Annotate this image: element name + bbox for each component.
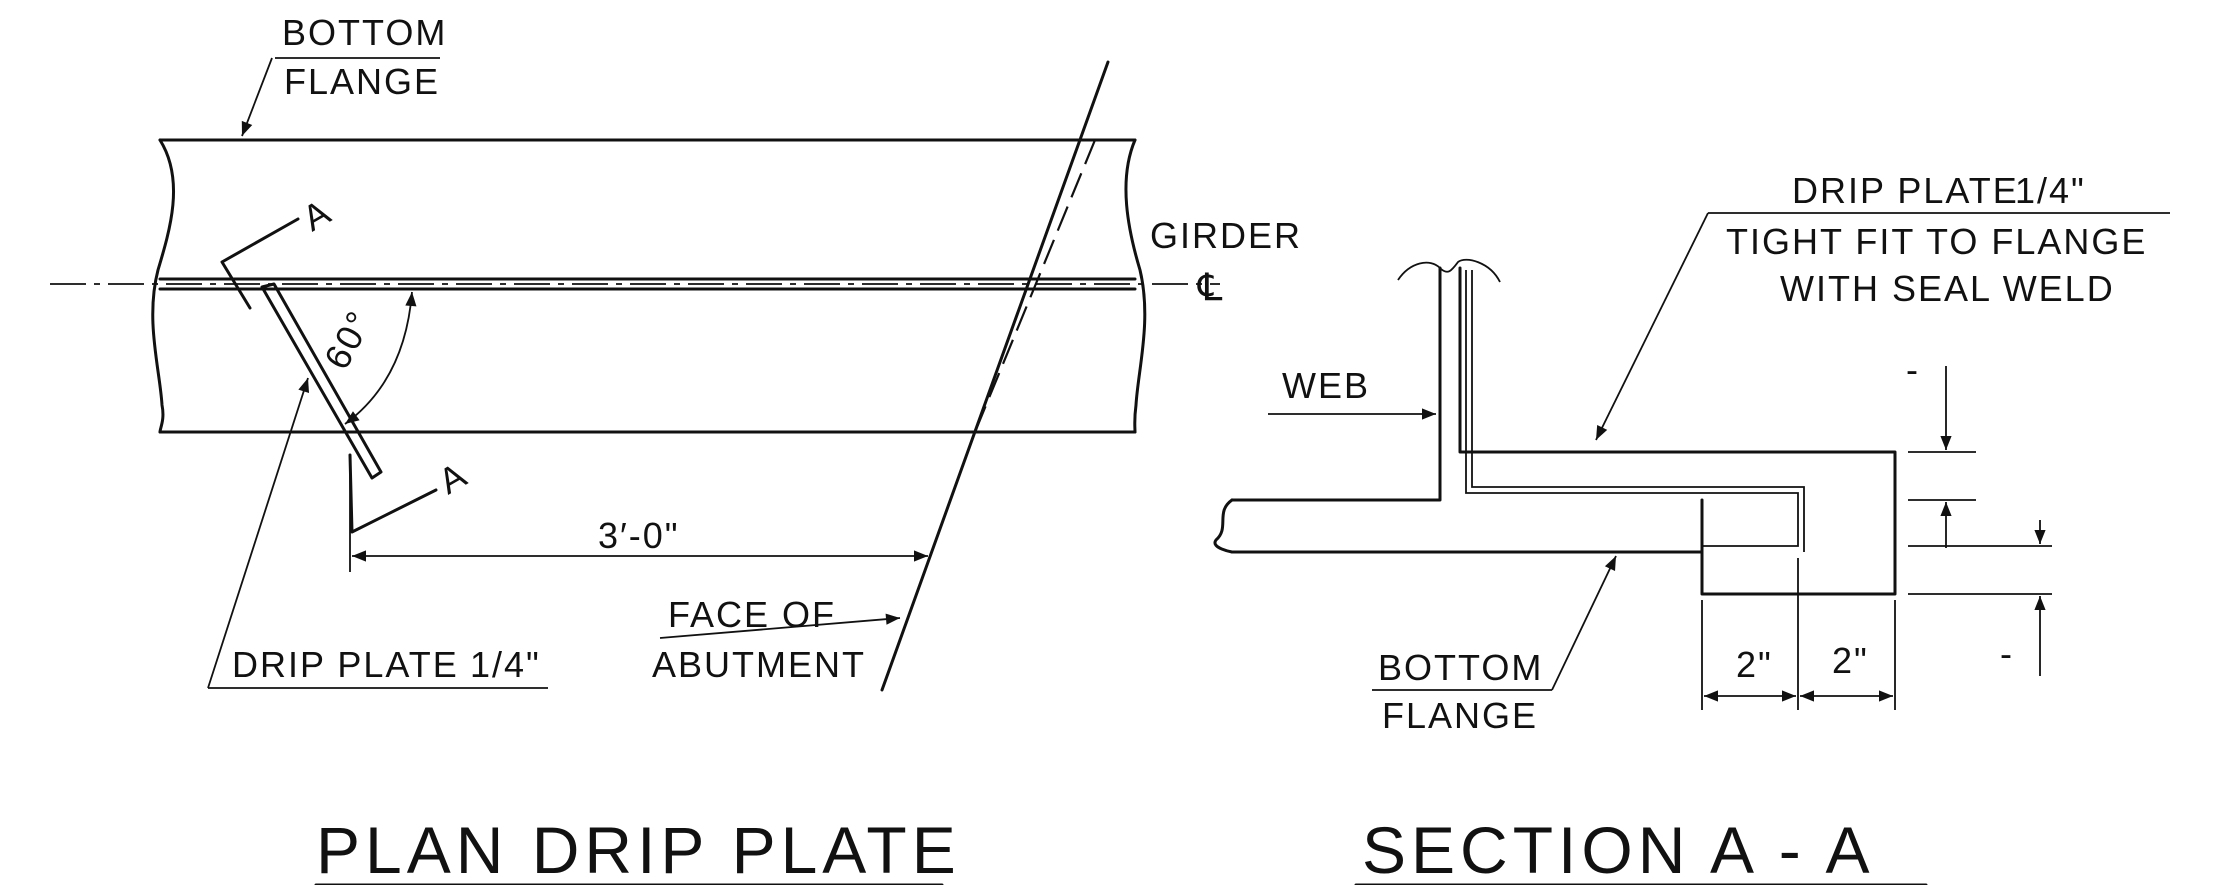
angle-arc [344,291,417,425]
section-cut-bottom [348,453,438,534]
callout-size: 1/4" [2015,170,2086,211]
callout-leader [1595,212,1709,441]
callout-line2: TIGHT FIT TO FLANGE [1726,221,2147,262]
drip-plate-leader [207,377,310,689]
abutment-leader [659,613,901,639]
angle-label: 60° [316,303,381,376]
dim-left-label: 2" [1736,644,1773,685]
drip-plate-bar [260,282,383,480]
drip-plate-section-inner [1471,270,1805,552]
abutment-hidden-line [973,139,1097,433]
web-break [1397,258,1501,283]
plan-title: PLAN DRIP PLATE [316,813,961,885]
callout-line3: WITH SEAL WELD [1780,268,2115,309]
section-mark-bottom: A [432,453,475,502]
plan-view: 60° A A 3′-0" BOTTOM FLANGE GIRDER ℄ DRI… [50,12,1302,885]
flange-right-break [1124,138,1147,434]
plan-bottom-flange-leader [241,57,273,137]
drip-plate-label: DRIP PLATE [232,644,459,685]
face-of-abutment-line [880,60,1110,692]
drip-plate-section [1465,270,1799,547]
section-bottom-flange-line2: FLANGE [1382,695,1538,736]
plan-bottom-flange-line1: BOTTOM [282,12,447,53]
section-mark-top: A [296,190,339,239]
abutment-label-line2: ABUTMENT [652,644,866,685]
dim-right-label: 2" [1832,640,1869,681]
flange-left-break [151,138,176,434]
girder-label: GIRDER [1150,215,1302,256]
web-label: WEB [1282,365,1370,406]
callout-line1: DRIP PLATE [1792,170,2019,211]
dim-small-top: - [1906,349,1920,390]
dimension-label: 3′-0" [598,515,680,556]
centerline-symbol: ℄ [1197,267,1223,309]
flange-left-break-section [1213,498,1234,554]
abutment-label-line1: FACE OF [668,594,836,635]
section-bottom-flange-leader [1551,555,1617,691]
drip-plate-size: 1/4" [470,644,541,685]
section-title: SECTION A - A [1362,813,1874,885]
plan-bottom-flange-line2: FLANGE [284,61,440,102]
dim-small-bottom: - [2000,633,2014,674]
section-view: DRIP PLATE 1/4" TIGHT FIT TO FLANGE WITH… [1213,170,2170,885]
section-cut-top [220,217,300,310]
section-bottom-flange-line1: BOTTOM [1378,647,1543,688]
